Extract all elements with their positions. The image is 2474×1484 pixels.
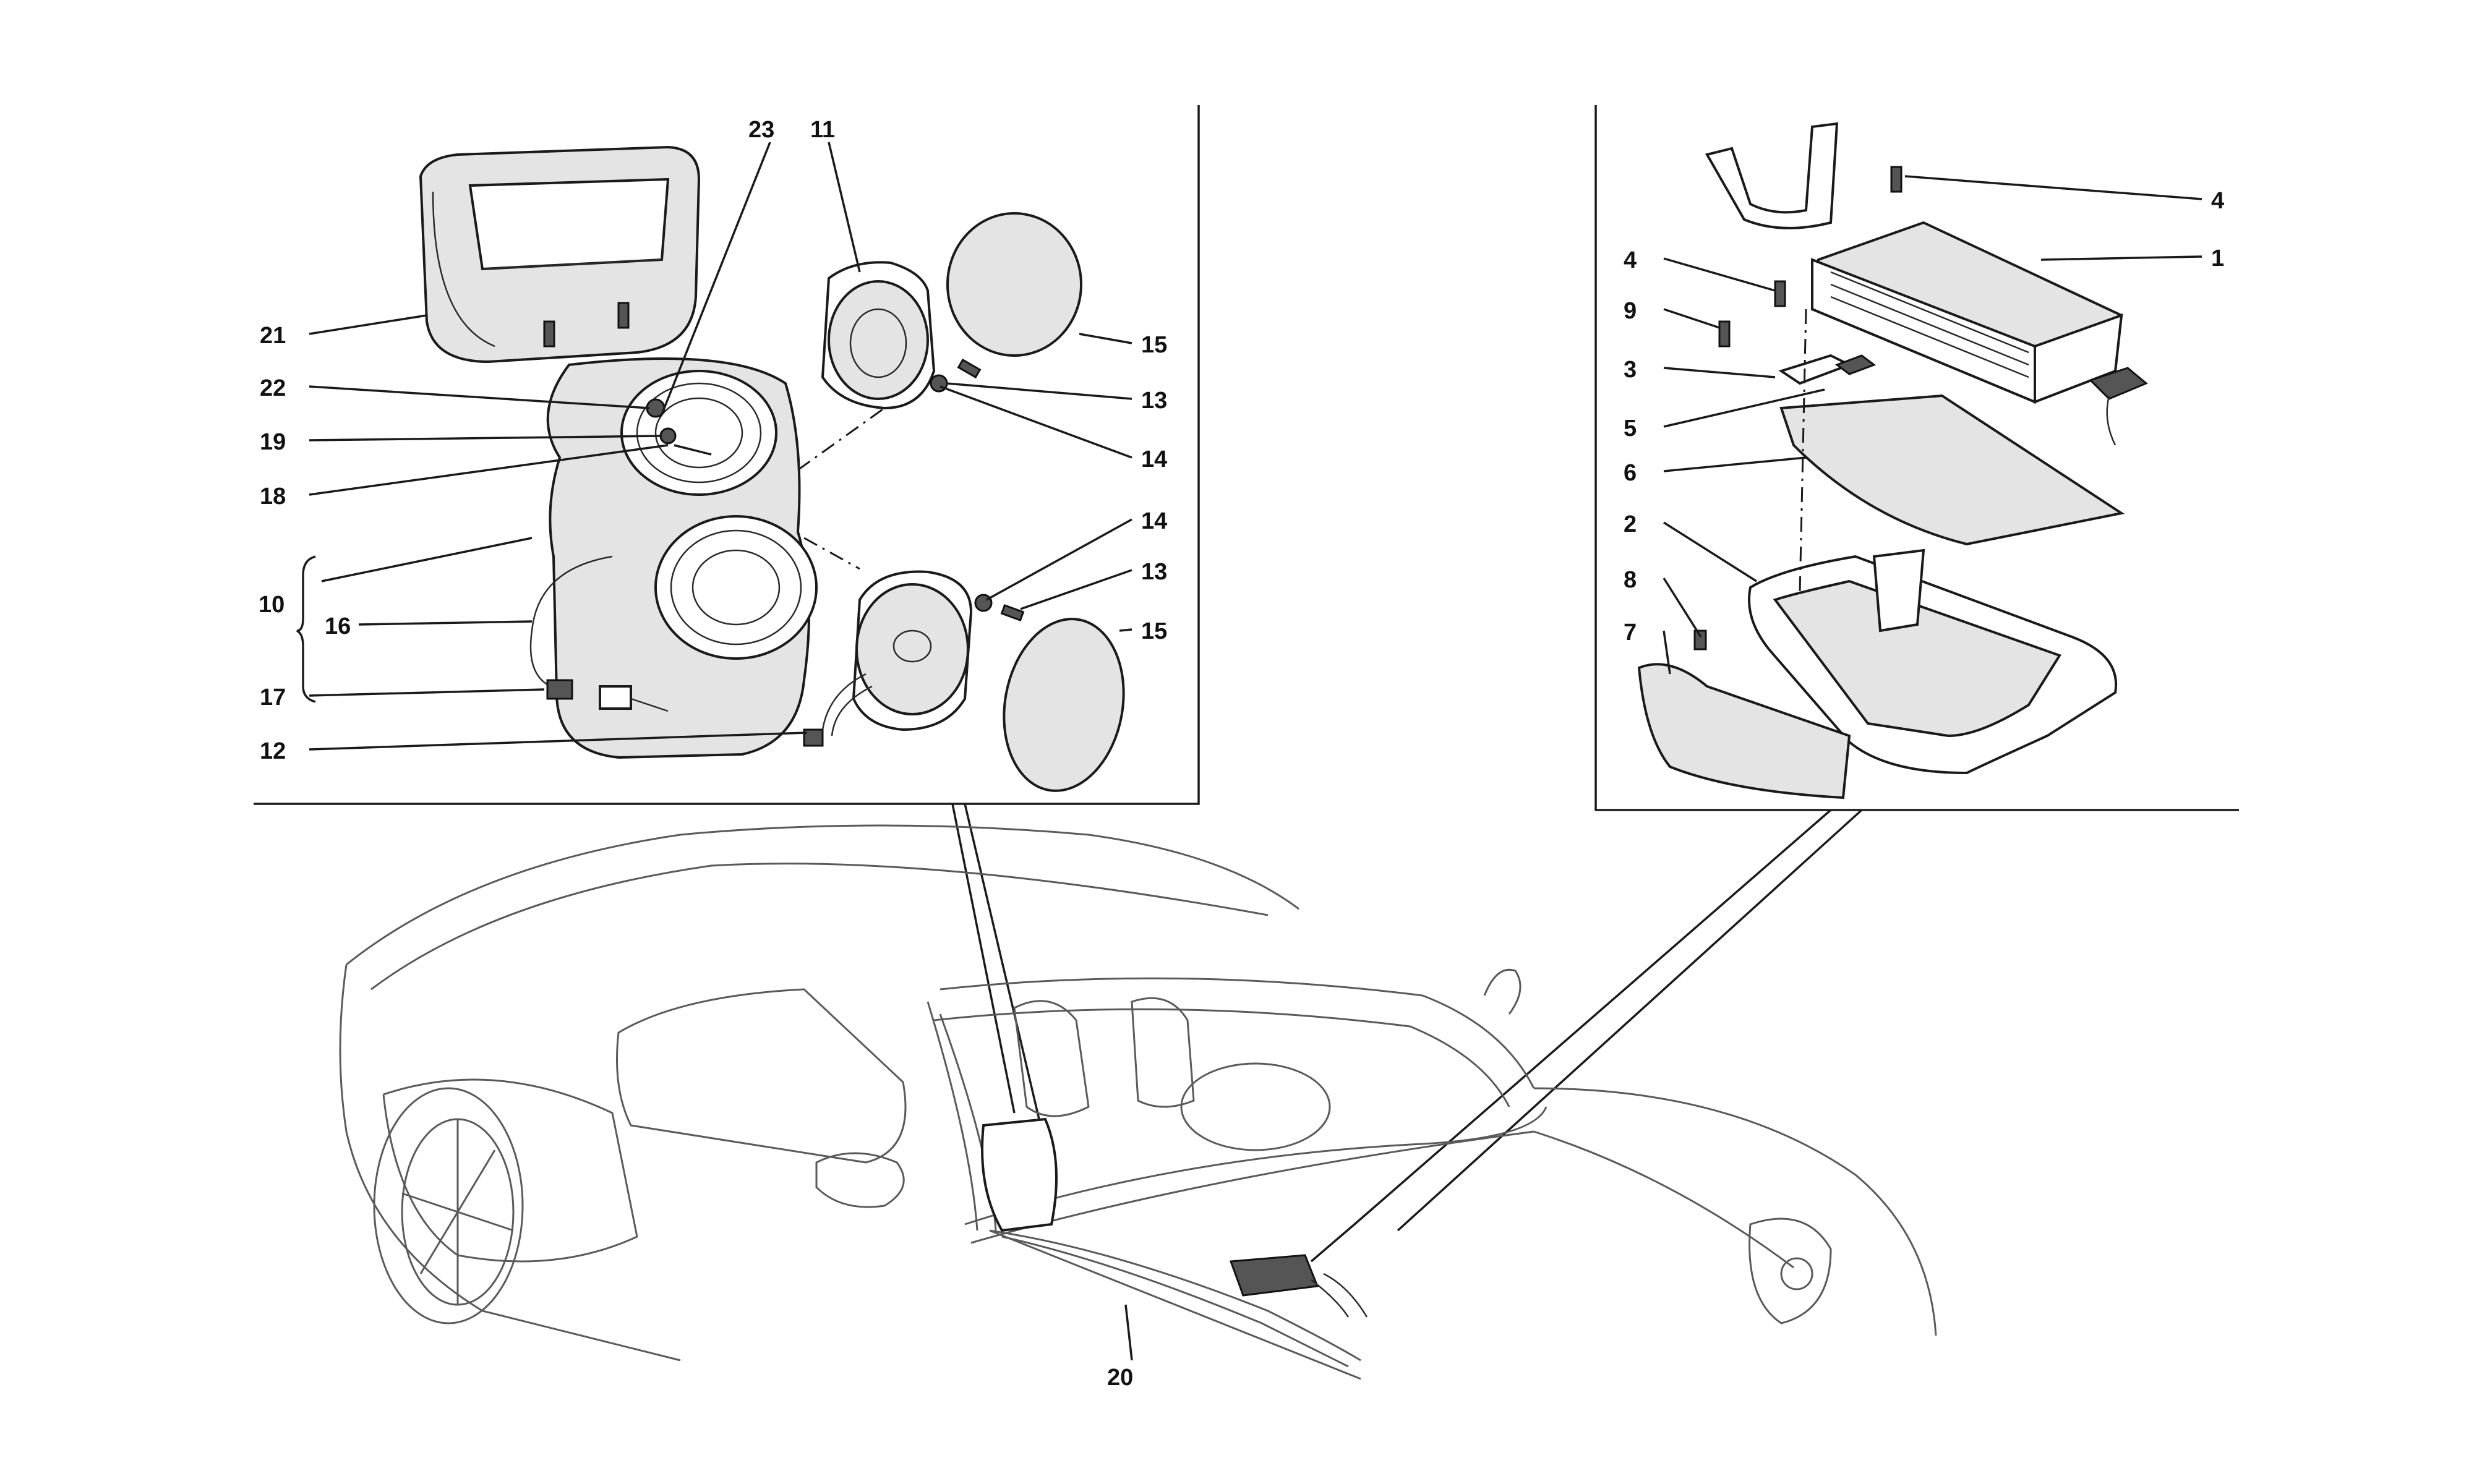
callout-13-lower: 13 <box>1141 559 1167 585</box>
amplifier-tray <box>1748 548 2118 775</box>
shelf-cover <box>419 145 701 364</box>
callout-18: 18 <box>260 484 286 510</box>
callout-16: 16 <box>325 613 351 639</box>
callout-12: 12 <box>260 738 286 764</box>
speaker-housing <box>529 357 818 759</box>
callout-19: 19 <box>260 429 286 455</box>
lower-speaker <box>803 570 973 747</box>
left-detail-panel <box>254 105 1200 1120</box>
callout-14-upper: 14 <box>1141 446 1167 472</box>
callout-21: 21 <box>260 323 286 349</box>
callout-13-upper: 13 <box>1141 388 1167 414</box>
callout-9: 9 <box>1624 298 1637 324</box>
callout-14-lower: 14 <box>1141 508 1167 534</box>
callout-15-lower: 15 <box>1141 618 1167 644</box>
leader-lines-left <box>296 142 1132 751</box>
tray-cover <box>1637 663 1851 800</box>
assembly-axis-lines-left <box>797 407 885 570</box>
fasteners-right <box>1693 166 1903 650</box>
callout-23: 23 <box>748 117 774 143</box>
callout-20: 20 <box>1107 1365 1133 1391</box>
callout-15-upper: 15 <box>1141 332 1167 358</box>
leader-lines-right <box>1663 175 2202 675</box>
callout-8: 8 <box>1624 567 1637 593</box>
callout-4-left: 4 <box>1624 247 1637 273</box>
right-detail-panel <box>1353 105 2239 1232</box>
mounting-sheet <box>1779 394 2125 546</box>
callout-11: 11 <box>810 117 835 143</box>
amplifier <box>1810 221 2148 446</box>
amplifier-bracket <box>1705 122 1839 229</box>
speaker-grilles <box>946 212 1125 792</box>
callout-10: 10 <box>259 592 285 618</box>
callout-6: 6 <box>1624 460 1637 486</box>
upper-speaker <box>821 261 936 410</box>
callout-17: 17 <box>260 684 286 710</box>
callout-3: 3 <box>1624 357 1637 383</box>
callout-2: 2 <box>1624 511 1637 537</box>
callout-5: 5 <box>1624 416 1637 441</box>
callout-22: 22 <box>260 375 286 401</box>
callout-4-right: 4 <box>2211 188 2224 214</box>
callout-labels: 21 22 19 18 10 16 17 12 23 11 15 13 14 1… <box>259 117 2224 1391</box>
car-body <box>339 824 1937 1380</box>
callout-7: 7 <box>1624 620 1637 646</box>
callout-1: 1 <box>2211 245 2224 271</box>
